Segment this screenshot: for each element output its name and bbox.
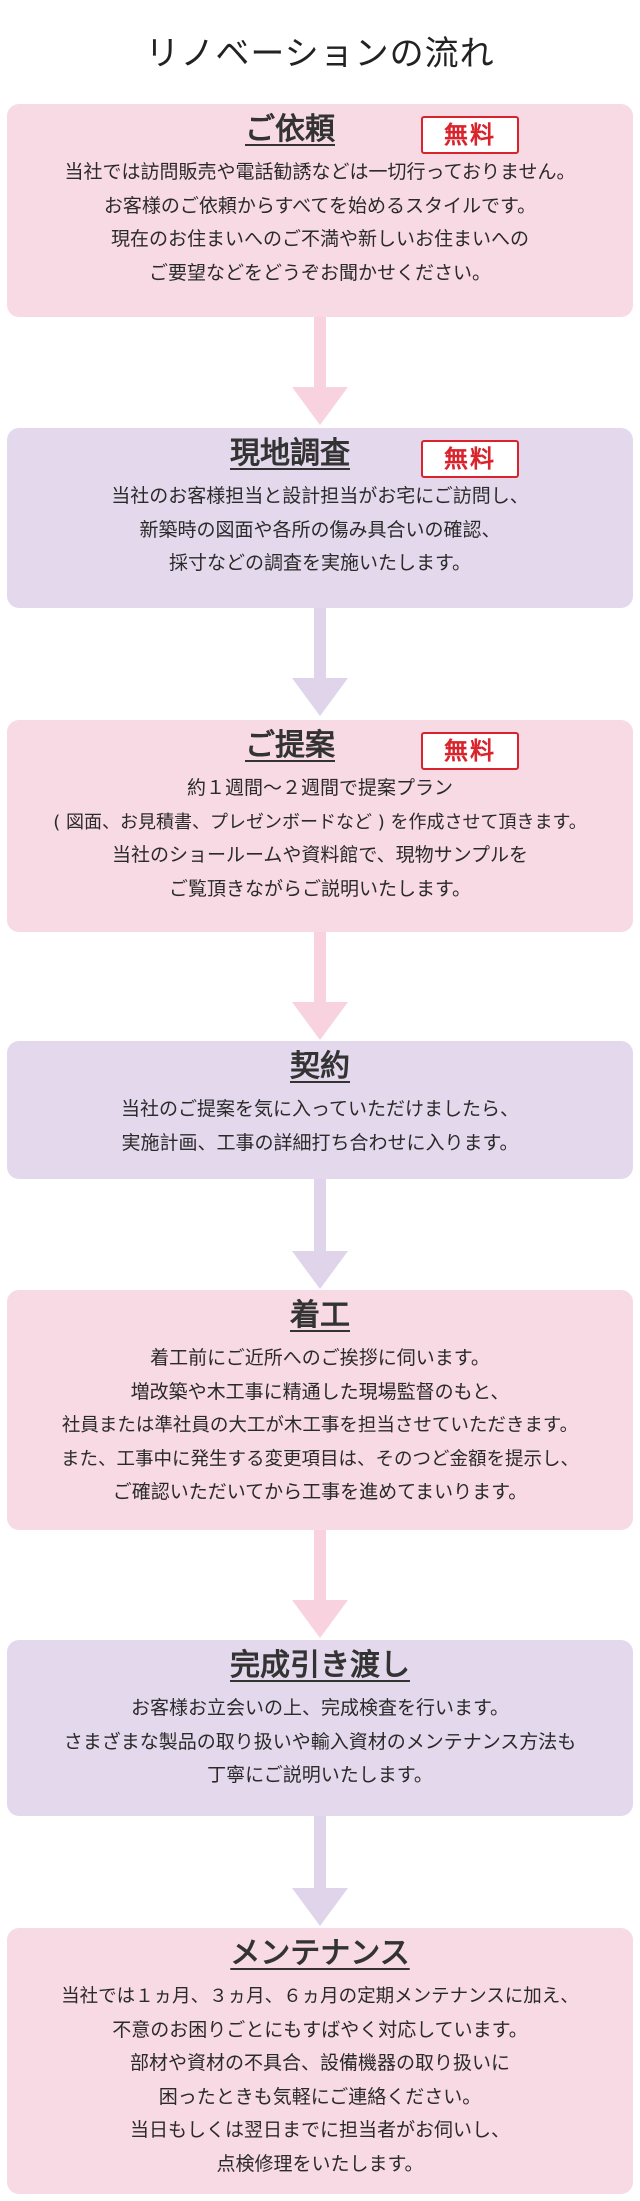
description-line: 困ったときも気軽にご連絡ください。 — [158, 2085, 482, 2108]
description-line: 当社のショールームや資料館で、現物サンプルを — [111, 844, 529, 866]
description-line: 部材や資材の不具合、設備機器の取り扱いに — [129, 2052, 510, 2074]
flow-arrow — [292, 1530, 348, 1638]
description-line: ご覧頂きながらご説明いたします。 — [168, 877, 472, 900]
step-title: ご依頼 — [245, 112, 335, 147]
step-title: 現地調査 — [230, 436, 350, 471]
step-title: メンテナンス — [230, 1936, 410, 1971]
description-line: 社員または準社員の大工が木工事を担当させていただきます。 — [61, 1415, 579, 1436]
description-line: 当社では１ヵ月、３ヵ月、６ヵ月の定期メンテナンスに加え、 — [61, 1986, 579, 2007]
description-line: 当社のお客様担当と設計担当がお宅にご訪問し、 — [111, 485, 529, 507]
step-contract: 契約 当社のご提案を気に入っていただけましたら、 実施計画、工事の詳細打ち合わせ… — [7, 1041, 633, 1179]
step-handover: 完成引き渡し お客様お立会いの上、完成検査を行います。 さまざまな製品の取り扱い… — [7, 1640, 633, 1816]
description-line: 不意のお困りごとにもすばやく対応しています。 — [112, 2018, 528, 2041]
step-proposal: ご提案 無料 約１週間〜２週間で提案プラン ( 図面、お見積書、プレゼンボードな… — [7, 720, 633, 932]
step-title: 完成引き渡し — [230, 1648, 410, 1683]
description-line: 増改築や木工事に精通した現場監督のもと、 — [130, 1380, 510, 1403]
description-line: お客様のご依頼からすべてを始めるスタイルです。 — [103, 194, 537, 217]
description-line: 着工前にご近所へのご挨拶に伺います。 — [150, 1347, 490, 1369]
flow-arrow — [292, 932, 348, 1040]
flow-arrow — [292, 1816, 348, 1926]
description-line: 実施計画、工事の詳細打ち合わせに入ります。 — [121, 1131, 519, 1154]
description-line: ( 図面、お見積書、プレゼンボードなど ) を作成させて頂きます。 — [53, 811, 587, 833]
description-line: ご確認いただいてから工事を進めてまいります。 — [112, 1481, 528, 1503]
description-line: 当日もしくは翌日までに担当者がお伺いし、 — [129, 2119, 510, 2141]
flow-arrow — [292, 1179, 348, 1289]
description-line: 当社のご提案を気に入っていただけましたら、 — [120, 1098, 520, 1120]
description-line: 採寸などの調査を実施いたします。 — [168, 552, 472, 574]
description-line: 約１週間〜２週間で提案プラン — [186, 777, 453, 799]
step-construction-start: 着工 着工前にご近所へのご挨拶に伺います。 増改築や木工事に精通した現場監督のも… — [7, 1290, 633, 1530]
step-description: 約１週間〜２週間で提案プラン ( 図面、お見積書、プレゼンボードなど ) を作成… — [7, 772, 633, 906]
description-line: 点検修理をいたします。 — [216, 2152, 424, 2175]
free-badge: 無料 — [421, 732, 519, 770]
step-description: 当社のご提案を気に入っていただけましたら、 実施計画、工事の詳細打ち合わせに入り… — [7, 1093, 633, 1160]
description-line: ご要望などをどうぞお聞かせください。 — [148, 261, 491, 284]
description-line: 現在のお住まいへのご不満や新しいお住まいへの — [110, 228, 529, 250]
free-badge: 無料 — [421, 440, 519, 478]
step-title: ご提案 — [245, 728, 335, 763]
step-description: 着工前にご近所へのご挨拶に伺います。 増改築や木工事に精通した現場監督のもと、 … — [7, 1342, 633, 1510]
step-title: 着工 — [290, 1298, 350, 1333]
free-badge: 無料 — [421, 116, 519, 154]
description-line: 当社では訪問販売や電話勧誘などは一切行っておりません。 — [64, 161, 576, 183]
step-maintenance: メンテナンス 当社では１ヵ月、３ヵ月、６ヵ月の定期メンテナンスに加え、 不意のお… — [7, 1928, 633, 2194]
flow-arrow — [292, 317, 348, 425]
step-description: お客様お立会いの上、完成検査を行います。 さまざまな製品の取り扱いや輸入資材のメ… — [7, 1692, 633, 1793]
step-description: 当社では１ヵ月、３ヵ月、６ヵ月の定期メンテナンスに加え、 不意のお困りごとにもす… — [7, 1980, 633, 2181]
description-line: 新築時の図面や各所の傷み具合いの確認、 — [139, 518, 501, 541]
step-description: 当社では訪問販売や電話勧誘などは一切行っておりません。 お客様のご依頼からすべて… — [7, 156, 633, 290]
step-request: ご依頼 無料 当社では訪問販売や電話勧誘などは一切行っておりません。 お客様のご… — [7, 104, 633, 317]
description-line: また、工事中に発生する変更項目は、そのつど金額を提示し、 — [60, 1448, 579, 1470]
description-line: さまざまな製品の取り扱いや輸入資材のメンテナンス方法も — [63, 1730, 577, 1753]
page-title: リノベーションの流れ — [145, 34, 495, 74]
step-description: 当社のお客様担当と設計担当がお宅にご訪問し、 新築時の図面や各所の傷み具合いの確… — [7, 480, 633, 581]
flow-arrow — [292, 608, 348, 716]
description-line: お客様お立会いの上、完成検査を行います。 — [130, 1697, 510, 1719]
step-title: 契約 — [290, 1049, 350, 1084]
step-site-survey: 現地調査 無料 当社のお客様担当と設計担当がお宅にご訪問し、 新築時の図面や各所… — [7, 428, 633, 608]
description-line: 丁寧にご説明いたします。 — [207, 1764, 433, 1786]
